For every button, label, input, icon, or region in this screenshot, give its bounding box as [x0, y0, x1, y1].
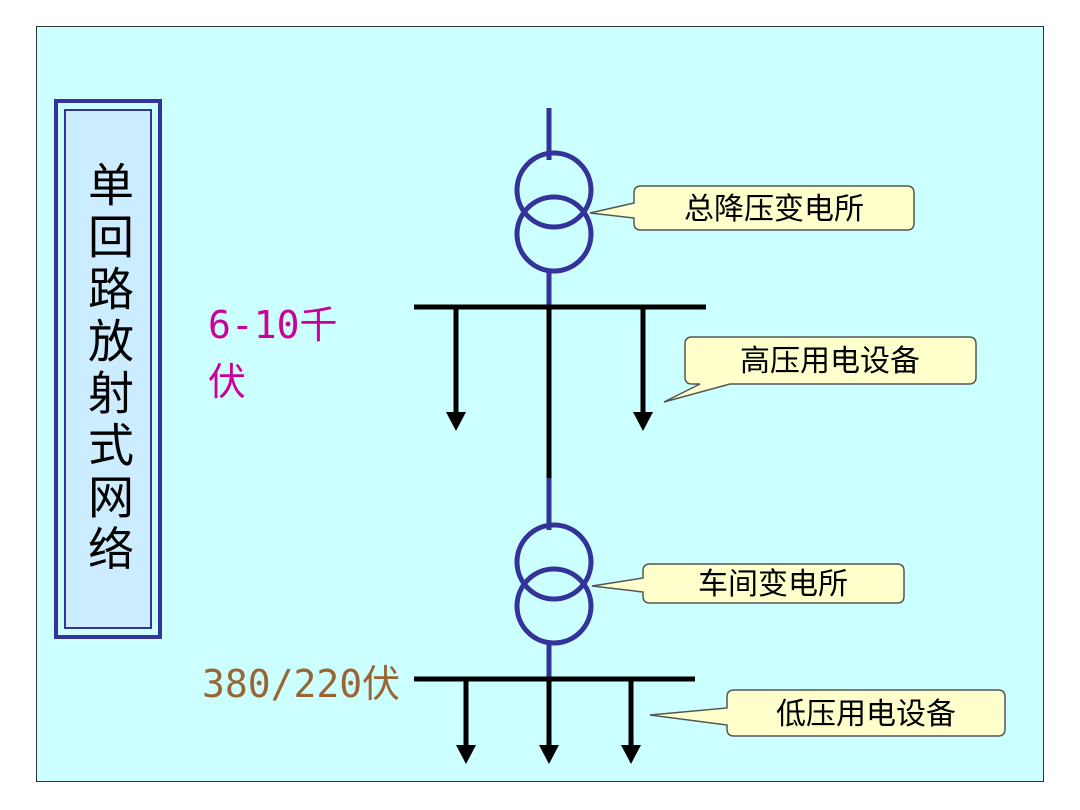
lv-feeder-left-arrow: [456, 745, 476, 764]
main-transformer-primary-coil: [514, 150, 594, 230]
callout-workshop-substation-box: [591, 563, 905, 604]
workshop-transformer-secondary-coil: [514, 566, 594, 646]
voltage-low-label: 380/220伏: [202, 662, 400, 706]
main-transformer-secondary-coil: [514, 194, 594, 274]
callout-workshop-substation-label: 车间变电所: [698, 567, 848, 602]
lv-feeder-middle-arrow: [539, 745, 559, 764]
callout-main-substation-box: [589, 185, 915, 231]
callout-hv-equipment-label: 高压用电设备: [740, 344, 920, 379]
slide-background: [36, 26, 1044, 782]
callout-hv-equipment-box: [663, 336, 977, 403]
workshop-transformer-primary-coil: [514, 522, 594, 602]
diagram-title: 单回路放射式网络: [81, 161, 135, 577]
voltage-high-label-line1: 6-10千: [208, 303, 338, 347]
callout-lv-equipment-label: 低压用电设备: [776, 697, 956, 732]
hv-feeder-right-arrow: [633, 412, 653, 431]
hv-feeder-left-arrow: [446, 412, 466, 431]
title-panel: 单回路放射式网络: [64, 109, 152, 629]
callout-main-substation-label: 总降压变电所: [684, 192, 864, 227]
callout-lv-equipment-box: [649, 689, 1006, 737]
lv-feeder-right-arrow: [621, 745, 641, 764]
voltage-high-label-line2: 伏: [208, 360, 246, 404]
